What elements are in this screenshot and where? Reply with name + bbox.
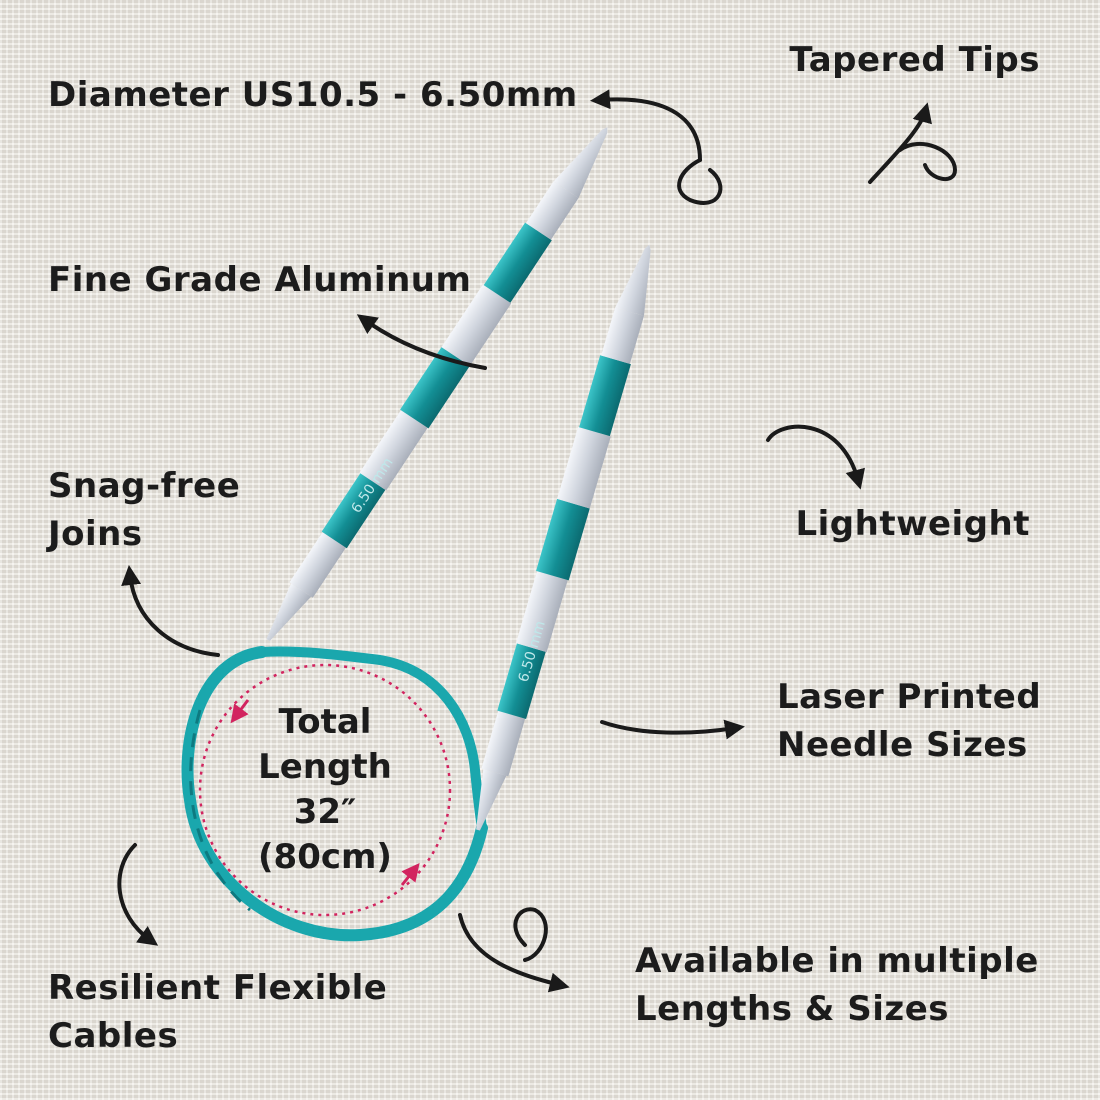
arrow-resilient bbox=[117, 843, 159, 946]
label-diameter: Diameter US10.5 - 6.50mm bbox=[48, 75, 578, 115]
arrow-lightweight bbox=[766, 424, 865, 490]
arrow-aluminum bbox=[356, 314, 487, 370]
annotation-arrows bbox=[117, 89, 958, 993]
label-snag-free-joins: Snag-free Joins bbox=[48, 466, 241, 554]
label-laser-printed-sizes: Laser Printed Needle Sizes bbox=[777, 677, 1042, 765]
arrow-diameter bbox=[590, 89, 702, 162]
left-needle: 6.50 mm bbox=[266, 127, 608, 642]
arrow-laser bbox=[600, 719, 745, 740]
label-resilient-cables: Resilient Flexible Cables bbox=[48, 968, 388, 1056]
label-fine-grade-aluminum: Fine Grade Aluminum bbox=[48, 260, 472, 300]
label-tapered-tips: Tapered Tips bbox=[789, 40, 1040, 80]
label-lightweight: Lightweight bbox=[795, 504, 1030, 544]
cable bbox=[181, 646, 488, 942]
arrow-available bbox=[458, 913, 570, 993]
arrow-snag-free bbox=[121, 565, 220, 657]
total-length-label: Total Length 32″ (80cm) bbox=[258, 702, 392, 877]
arrow-tapered-loop bbox=[898, 141, 958, 181]
arrow-diameter-loop bbox=[677, 158, 723, 205]
length-circle bbox=[198, 663, 452, 917]
arrow-tapered-tips bbox=[868, 102, 932, 184]
label-available-lengths: Available in multiple Lengths & Sizes bbox=[635, 941, 1039, 1029]
arrow-available-loop bbox=[513, 907, 548, 962]
